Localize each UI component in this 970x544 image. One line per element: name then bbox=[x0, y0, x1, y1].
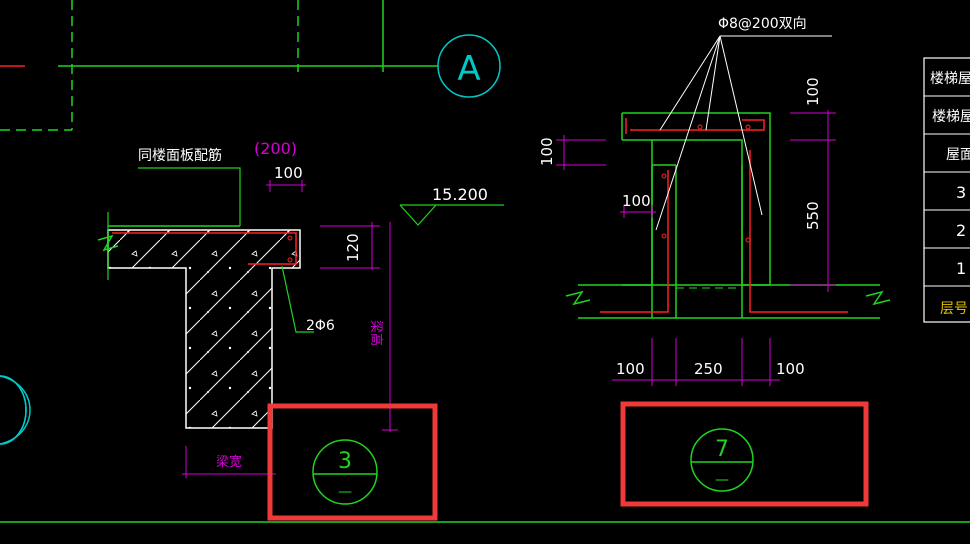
detail-bubble-7: 7 — bbox=[690, 428, 754, 492]
table-row: 1 bbox=[956, 259, 966, 278]
beam-height-label: 梁高 bbox=[368, 320, 384, 346]
dim-top: 100 bbox=[274, 164, 303, 182]
beam-width-label: 梁宽 bbox=[216, 454, 242, 470]
axis-label: A bbox=[457, 49, 480, 89]
highlight-box-right bbox=[620, 401, 869, 507]
partial-axis-bubble bbox=[0, 375, 27, 445]
detail-sheet: — bbox=[715, 472, 729, 488]
dim-left-ledge: 100 bbox=[538, 137, 556, 166]
dim-bottom-right: 100 bbox=[776, 360, 805, 378]
dim-wall-height: 550 bbox=[804, 201, 822, 230]
table-fragment: 楼梯屋面 楼梯屋 屋面 3 2 1 层号 bbox=[923, 57, 970, 323]
dim-top-thickness: 100 bbox=[804, 77, 822, 106]
detail-sheet: — bbox=[338, 484, 352, 500]
table-row: 3 bbox=[956, 183, 966, 202]
right-section-detail: Φ8@200双向 100 550 100 100 100 250 100 bbox=[538, 16, 891, 386]
spacing-note: (200) bbox=[254, 139, 297, 158]
elevation-label: 15.200 bbox=[432, 185, 488, 204]
grid-lines bbox=[0, 0, 970, 523]
dim-height: 120 bbox=[344, 233, 362, 262]
dim-bottom-left: 100 bbox=[616, 360, 645, 378]
table-row: 层号 bbox=[940, 301, 968, 317]
highlight-box-left bbox=[267, 403, 438, 521]
rebar-label: 2Φ6 bbox=[306, 318, 335, 334]
table-row: 楼梯屋面 bbox=[930, 71, 970, 87]
rebar-note: Φ8@200双向 bbox=[718, 16, 807, 32]
dim-bottom-mid: 250 bbox=[694, 360, 723, 378]
dim-inner-offset: 100 bbox=[622, 192, 651, 210]
left-section-detail: 同楼面板配筋 (200) 100 120 梁高 15.200 2Φ6 梁宽 bbox=[97, 139, 504, 478]
table-row: 楼梯屋 bbox=[932, 109, 970, 125]
concrete-section bbox=[107, 229, 301, 429]
detail-bubble-3: 3 — bbox=[312, 439, 378, 505]
table-row: 2 bbox=[956, 221, 966, 240]
slab-note: 同楼面板配筋 bbox=[138, 147, 222, 164]
table-row: 屋面 bbox=[946, 147, 970, 163]
detail-number: 7 bbox=[715, 437, 729, 462]
axis-bubble-a: A bbox=[437, 34, 501, 98]
detail-number: 3 bbox=[338, 449, 352, 474]
